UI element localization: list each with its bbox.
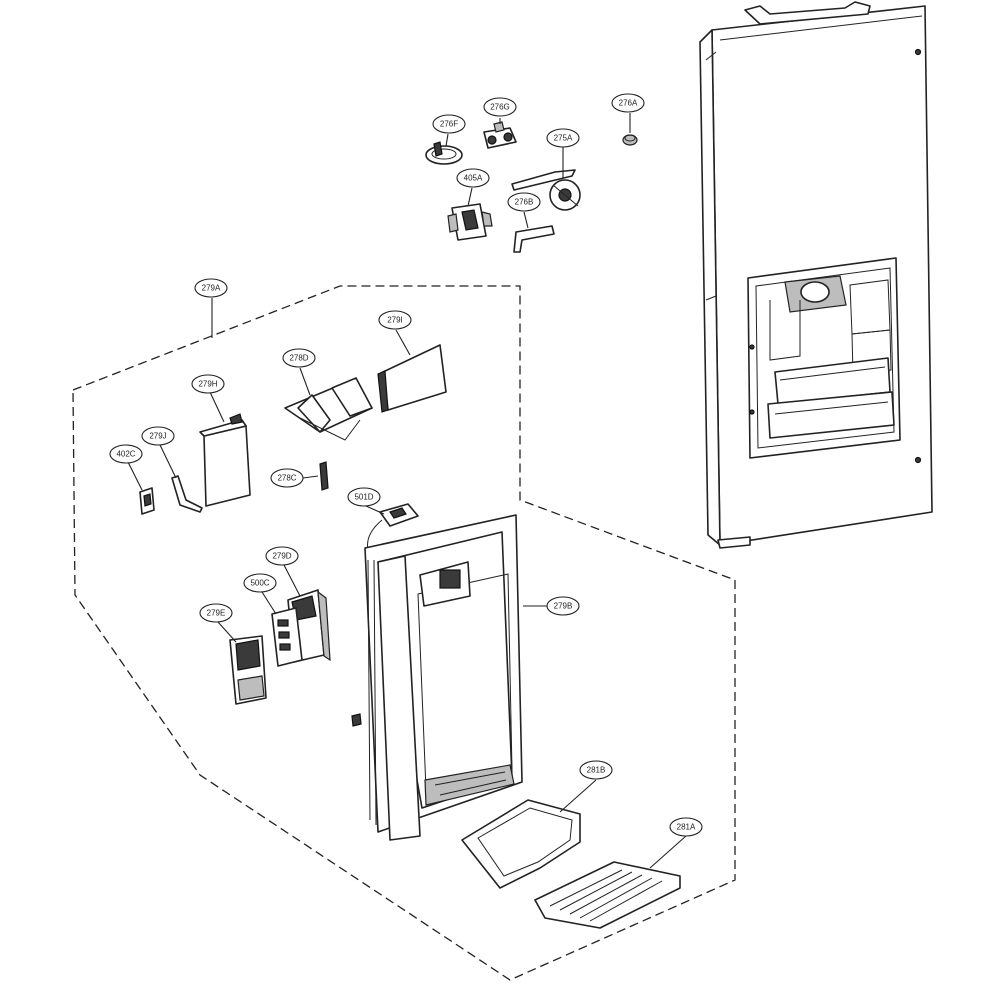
- callout-501D-label: 501D: [354, 493, 373, 502]
- callout-279E-label: 279E: [207, 609, 226, 618]
- dispenser-recess: [747, 257, 901, 459]
- part-281B: [461, 779, 597, 889]
- callout-276G: 276G: [483, 97, 517, 117]
- callout-402C-label: 402C: [116, 450, 135, 459]
- callout-501D: 501D: [347, 487, 381, 507]
- callout-279I: 279I: [378, 310, 412, 330]
- part-276A: [622, 113, 638, 146]
- callout-279J: 279J: [141, 426, 175, 446]
- refrigerator-door: [699, 1, 933, 549]
- callout-279B-label: 279B: [554, 602, 573, 611]
- part-275A: [511, 147, 581, 211]
- callout-278C-label: 278C: [277, 474, 296, 483]
- callout-276G-label: 276G: [490, 103, 510, 112]
- callout-279E: 279E: [199, 603, 233, 623]
- callout-276B: 276B: [507, 192, 541, 212]
- part-402C: [127, 461, 155, 515]
- part-281A: [534, 835, 687, 929]
- callout-279B: 279B: [546, 596, 580, 616]
- callout-279D: 279D: [265, 546, 299, 566]
- callout-500C-label: 500C: [250, 579, 269, 588]
- callout-279A-label: 279A: [202, 284, 221, 293]
- part-276G: [483, 118, 517, 149]
- callout-281B-label: 281B: [587, 766, 606, 775]
- part-278C: [302, 461, 329, 491]
- callout-276F-label: 276F: [440, 120, 458, 129]
- callout-281B: 281B: [579, 760, 613, 780]
- callout-279J-label: 279J: [149, 432, 166, 441]
- part-279H: [199, 391, 251, 507]
- callout-275A: 275A: [546, 128, 580, 148]
- callout-278D-label: 278D: [289, 354, 308, 363]
- callout-279H: 279H: [191, 374, 225, 394]
- part-276B: [513, 211, 555, 253]
- part-405A: [447, 187, 493, 241]
- callout-500C: 500C: [243, 573, 277, 593]
- callout-279H-label: 279H: [198, 380, 217, 389]
- part-279J: [159, 444, 203, 513]
- callout-276A-label: 276A: [619, 99, 638, 108]
- callout-275A-label: 275A: [554, 134, 573, 143]
- callout-279I-label: 279I: [387, 316, 403, 325]
- part-279I: [377, 329, 447, 413]
- callout-405A-label: 405A: [464, 174, 483, 183]
- part-279B: [351, 514, 548, 841]
- part-278D: [284, 367, 373, 441]
- callout-278D: 278D: [282, 348, 316, 368]
- callout-278C: 278C: [270, 468, 304, 488]
- callout-276B-label: 276B: [515, 198, 534, 207]
- part-501D: [365, 503, 419, 551]
- callout-279A: 279A: [194, 278, 228, 298]
- callout-405A: 405A: [456, 168, 490, 188]
- part-500C: [261, 591, 303, 667]
- assembly-boundary-279A: [72, 285, 736, 981]
- part-279E: [217, 621, 267, 705]
- part-276F: [425, 133, 463, 165]
- callout-276A: 276A: [611, 93, 645, 113]
- callout-281A: 281A: [669, 817, 703, 837]
- callout-281A-label: 281A: [677, 823, 696, 832]
- callout-279D-label: 279D: [272, 552, 291, 561]
- callout-402C: 402C: [109, 444, 143, 464]
- callout-276F: 276F: [432, 114, 466, 134]
